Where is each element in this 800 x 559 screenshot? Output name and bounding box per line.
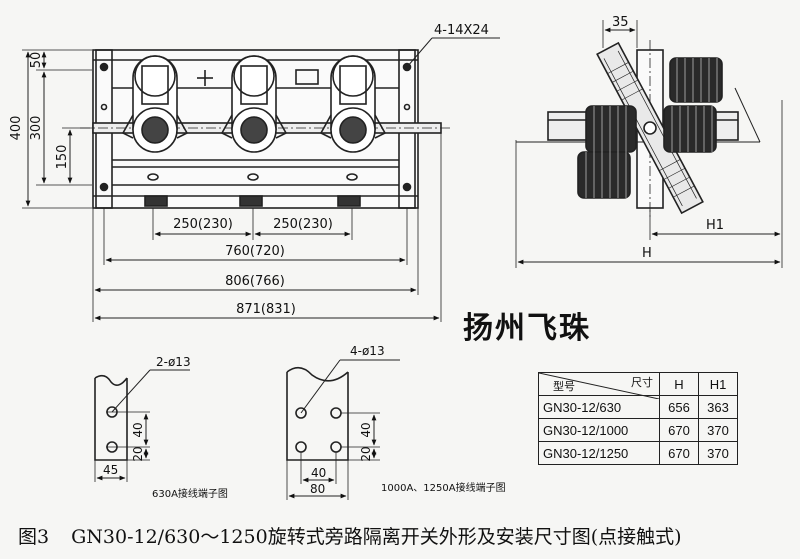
dim-300-label: 300	[29, 116, 44, 141]
front-view-labels: 400 50 300 150 4-14X24 250(230) 250(230)…	[9, 23, 489, 317]
header-H1: H1	[698, 372, 738, 396]
dim-20v-label: 20	[359, 446, 373, 461]
row-model: GN30-12/1250	[538, 441, 660, 465]
header-dim: 尺寸	[631, 377, 653, 389]
front-view-dimensions	[22, 37, 500, 322]
insulator-top-right	[669, 57, 723, 103]
dim-806-label: 806(766)	[225, 274, 285, 289]
figure-caption: 图3 GN30-12/630～1250旋转式旁路隔离开关外形及安装尺寸图(点接触式…	[18, 522, 704, 549]
figure-number: 图3	[18, 526, 50, 548]
spec-table-header: 尺寸 型号 H H1	[538, 372, 738, 399]
row-H: 670	[659, 418, 699, 442]
side-view-labels: 35 H1 H	[612, 15, 724, 261]
front-view	[80, 49, 450, 209]
dim-760-label: 760(720)	[225, 244, 285, 259]
pole-1	[121, 55, 189, 153]
pole-2	[220, 55, 288, 153]
side-view-dimensions	[515, 20, 783, 268]
dim-H1-label: H1	[706, 218, 724, 233]
figure-title: GN30-12/630～1250旋转式旁路隔离开关外形及安装尺寸图(点接触式)	[71, 526, 682, 548]
terminal-1250a-labels: 4-ø13 40 20 40 80 1000A、1250A接线端子图	[310, 344, 506, 496]
dim-35-label: 35	[612, 15, 629, 30]
brand-watermark: 扬州飞珠	[463, 311, 591, 346]
dim-pitch-2-label: 250(230)	[273, 217, 333, 232]
terminal-1250a	[286, 359, 400, 500]
hole-callout: 4-14X24	[434, 23, 489, 38]
dim-400-label: 400	[9, 116, 24, 141]
row-H: 656	[659, 395, 699, 419]
insulator-mid-left	[585, 105, 637, 153]
terminal-1250a-title: 1000A、1250A接线端子图	[381, 481, 506, 494]
row-H: 670	[659, 441, 699, 465]
header-model: 型号	[553, 381, 575, 393]
dim-40h-label: 40	[311, 466, 326, 480]
callout-4-holes: 4-ø13	[350, 344, 385, 358]
side-view	[516, 40, 761, 220]
row-model: GN30-12/630	[538, 395, 660, 419]
dim-40v-label: 40	[359, 422, 373, 437]
dim-150-label: 150	[55, 145, 70, 170]
row-H1: 363	[698, 395, 738, 419]
terminal-630a-title: 630A接线端子图	[152, 487, 228, 500]
table-row: GN30-12/1250 670 370	[538, 441, 738, 465]
pole-3	[319, 55, 387, 153]
dim-50-label: 50	[29, 52, 44, 69]
insulator-bottom-left	[577, 151, 631, 199]
header-corner-cell: 尺寸 型号	[538, 372, 660, 399]
dim-40-label: 40	[131, 422, 145, 437]
row-H1: 370	[698, 418, 738, 442]
header-H: H	[659, 372, 699, 396]
table-row: GN30-12/630 656 363	[538, 395, 738, 419]
dim-20-label: 20	[131, 446, 145, 461]
dim-pitch-1-label: 250(230)	[173, 217, 233, 232]
dim-45-label: 45	[103, 463, 118, 477]
terminal-630a-labels: 2-ø13 40 20 45 630A接线端子图	[103, 355, 228, 500]
dim-H-label: H	[642, 246, 652, 261]
dim-80-label: 80	[310, 482, 325, 496]
spec-table: 尺寸 型号 H H1 GN30-12/630 656 363 GN30-12/1…	[538, 372, 738, 465]
dim-871-label: 871(831)	[236, 302, 296, 317]
terminal-630a	[94, 369, 190, 482]
table-row: GN30-12/1000 670 370	[538, 418, 738, 442]
row-H1: 370	[698, 441, 738, 465]
row-model: GN30-12/1000	[538, 418, 660, 442]
callout-2-holes: 2-ø13	[156, 355, 191, 369]
